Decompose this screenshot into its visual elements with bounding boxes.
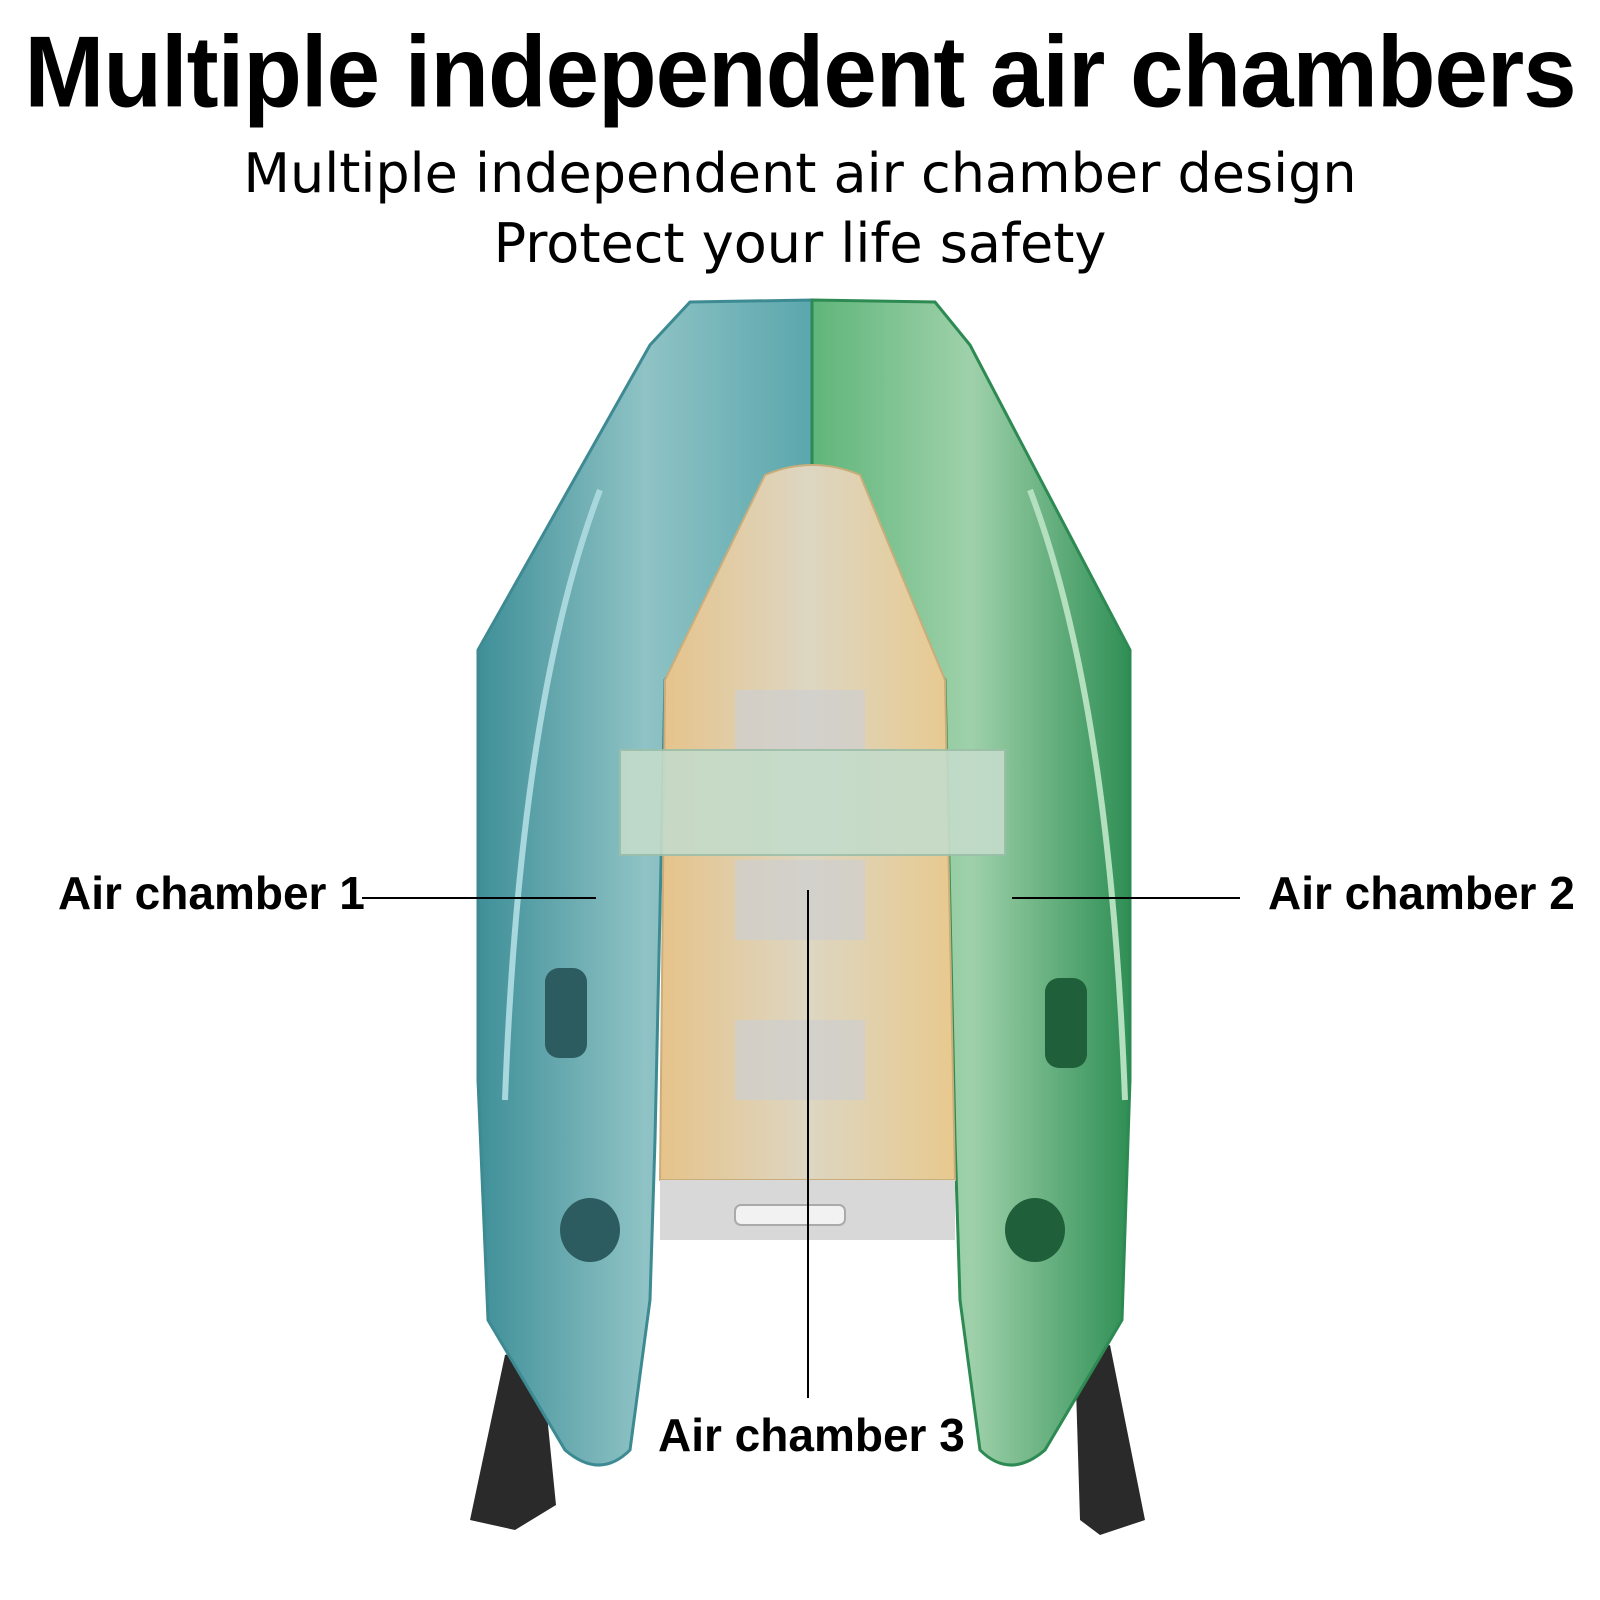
subtitle-line-1: Multiple independent air chamber design bbox=[243, 142, 1357, 205]
bench-seat bbox=[619, 749, 1006, 856]
left-handle bbox=[560, 1198, 620, 1262]
air-chamber-3-label: Air chamber 3 bbox=[658, 1409, 965, 1461]
left-rope bbox=[502, 488, 603, 1101]
page-title: Multiple independent air chambers bbox=[24, 16, 1576, 129]
right-oarlock bbox=[1045, 978, 1087, 1068]
subtitle-line-2: Protect your life safety bbox=[493, 212, 1107, 275]
right-oar-blade bbox=[1075, 1345, 1145, 1535]
left-oarlock bbox=[545, 968, 587, 1058]
air-chamber-1-label: Air chamber 1 bbox=[58, 867, 365, 919]
floor-panels bbox=[735, 690, 865, 1100]
air-chamber-2-label: Air chamber 2 bbox=[1268, 867, 1575, 919]
right-handle bbox=[1005, 1198, 1065, 1262]
drain-plate bbox=[734, 1204, 846, 1226]
right-rope bbox=[1027, 488, 1128, 1101]
air-chamber-1-tube bbox=[476, 298, 814, 1467]
